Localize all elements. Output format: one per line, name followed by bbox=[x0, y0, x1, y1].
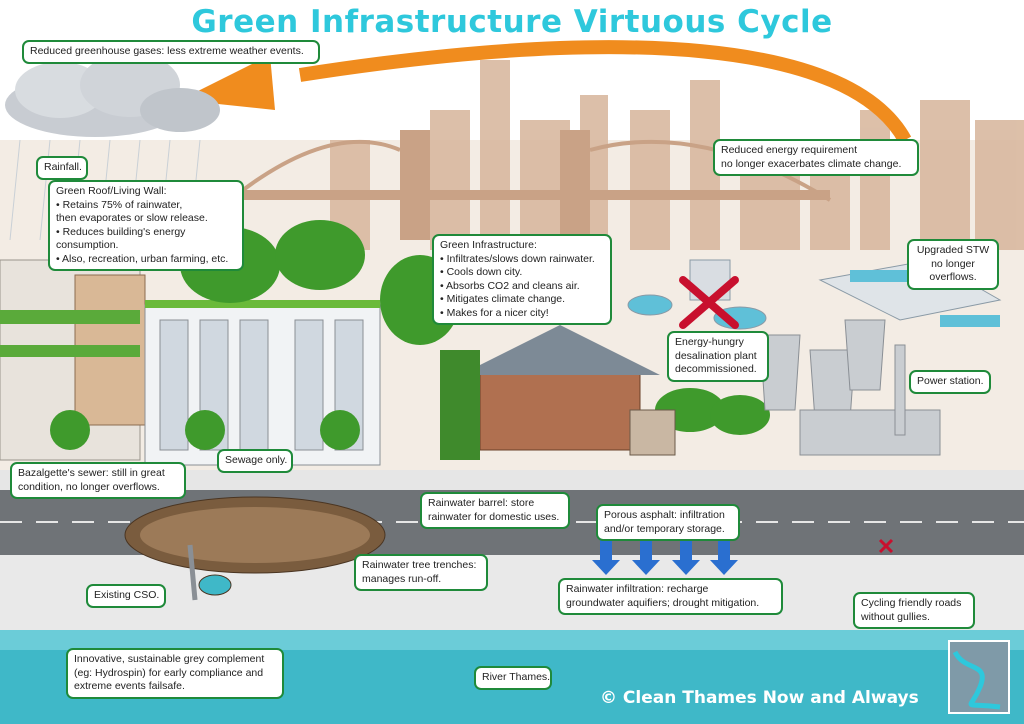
label-line: • Mitigates climate change. bbox=[440, 293, 604, 307]
label-line: • Makes for a nicer city! bbox=[440, 307, 604, 321]
label-line: groundwater aquifiers; drought mitigatio… bbox=[566, 597, 775, 611]
label-cycling: Cycling friendly roads without gullies. bbox=[853, 592, 975, 629]
thames-map-icon bbox=[948, 640, 1010, 714]
label-line: Green Infrastructure: bbox=[440, 239, 604, 253]
label-line: Reduced energy requirement bbox=[721, 144, 911, 158]
label-line: Power station. bbox=[917, 375, 983, 389]
page-title: Green Infrastructure Virtuous Cycle bbox=[0, 4, 1024, 40]
label-river: River Thames. bbox=[474, 666, 552, 690]
label-line: Reduced greenhouse gases: less extreme w… bbox=[30, 45, 312, 59]
label-line: Green Roof/Living Wall: bbox=[56, 185, 236, 199]
label-porous-asphalt: Porous asphalt: infiltration and/or temp… bbox=[596, 504, 740, 541]
label-line: Cycling friendly roads bbox=[861, 597, 967, 611]
label-line: River Thames. bbox=[482, 671, 544, 685]
label-tree-trenches: Rainwater tree trenches: manages run-off… bbox=[354, 554, 488, 591]
label-sewage: Sewage only. bbox=[217, 449, 293, 473]
label-line: Bazalgette's sewer: still in great bbox=[18, 467, 178, 481]
label-line: then evaporates or slow release. bbox=[56, 212, 236, 226]
label-line: decommissioned. bbox=[675, 363, 761, 377]
label-line: (eg: Hydrospin) for early compliance and bbox=[74, 667, 276, 681]
label-stw: Upgraded STW no longer overflows. bbox=[907, 239, 999, 290]
label-line: Rainfall. bbox=[44, 161, 80, 175]
label-line: Rainwater tree trenches: bbox=[362, 559, 480, 573]
label-rainfall: Rainfall. bbox=[36, 156, 88, 180]
label-line: • Retains 75% of rainwater, bbox=[56, 199, 236, 213]
label-infiltration: Rainwater infiltration: recharge groundw… bbox=[558, 578, 783, 615]
label-line: Rainwater barrel: store bbox=[428, 497, 562, 511]
label-energy: Reduced energy requirement no longer exa… bbox=[713, 139, 919, 176]
label-line: Rainwater infiltration: recharge bbox=[566, 583, 775, 597]
label-green-infrastructure: Green Infrastructure: • Infiltrates/slow… bbox=[432, 234, 612, 325]
label-desalination: Energy-hungry desalination plant decommi… bbox=[667, 331, 769, 382]
label-line: without gullies. bbox=[861, 611, 967, 625]
label-line: • Absorbs CO2 and cleans air. bbox=[440, 280, 604, 294]
label-line: consumption. bbox=[56, 239, 236, 253]
label-line: • Also, recreation, urban farming, etc. bbox=[56, 253, 236, 267]
label-line: overflows. bbox=[915, 271, 991, 285]
label-bazalgette: Bazalgette's sewer: still in great condi… bbox=[10, 462, 186, 499]
label-greenhouse: Reduced greenhouse gases: less extreme w… bbox=[22, 40, 320, 64]
label-line: Energy-hungry bbox=[675, 336, 761, 350]
copyright-footer: © Clean Thames Now and Always bbox=[600, 688, 919, 708]
label-rainwater-barrel: Rainwater barrel: store rainwater for do… bbox=[420, 492, 570, 529]
label-hydrospin: Innovative, sustainable grey complement … bbox=[66, 648, 284, 699]
label-line: Sewage only. bbox=[225, 454, 285, 468]
label-line: • Cools down city. bbox=[440, 266, 604, 280]
label-line: rainwater for domestic uses. bbox=[428, 511, 562, 525]
label-power-station: Power station. bbox=[909, 370, 991, 394]
map-river-path bbox=[950, 642, 1008, 712]
label-cso: Existing CSO. bbox=[86, 584, 166, 608]
label-line: condition, no longer overflows. bbox=[18, 481, 178, 495]
label-line: Existing CSO. bbox=[94, 589, 158, 603]
label-line: • Infiltrates/slows down rainwater. bbox=[440, 253, 604, 267]
label-line: extreme events failsafe. bbox=[74, 680, 276, 694]
label-line: Upgraded STW bbox=[915, 244, 991, 258]
label-line: no longer exacerbates climate change. bbox=[721, 158, 911, 172]
label-green-roof: Green Roof/Living Wall: • Retains 75% of… bbox=[48, 180, 244, 271]
label-line: manages run-off. bbox=[362, 573, 480, 587]
label-line: and/or temporary storage. bbox=[604, 523, 732, 537]
label-line: no longer bbox=[915, 258, 991, 272]
label-line: • Reduces building's energy bbox=[56, 226, 236, 240]
label-line: desalination plant bbox=[675, 350, 761, 364]
label-line: Porous asphalt: infiltration bbox=[604, 509, 732, 523]
label-line: Innovative, sustainable grey complement bbox=[74, 653, 276, 667]
